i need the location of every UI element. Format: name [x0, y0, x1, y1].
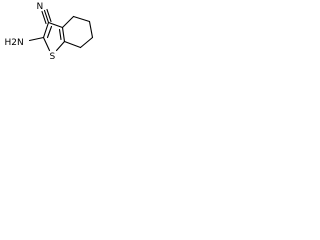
- nitrile-bond-1: [43, 9, 50, 24]
- bond-layer: [28, 8, 94, 52]
- c3a-c3-bond: [47, 21, 64, 29]
- structure-diagram: N S H2N: [0, 0, 97, 68]
- nitrogen-label: N: [37, 2, 44, 12]
- sulfur-label: S: [50, 52, 56, 62]
- c2-n-bond: [28, 36, 45, 42]
- c5-c6-bond: [88, 20, 94, 39]
- amine-label: H2N: [5, 38, 24, 48]
- c3-c2-double-bond: [46, 25, 53, 39]
- c3a-c4-bond: [61, 15, 75, 29]
- molecule-svg: N S H2N: [5, 2, 94, 62]
- s-c7a-bond: [55, 40, 66, 52]
- c7a-c3a-double-bond: [58, 28, 62, 41]
- nitrile-bond-3: [41, 10, 47, 25]
- c4-c5-bond: [72, 15, 91, 23]
- c7a-c3a-bond: [61, 26, 66, 43]
- c2-s-bond: [42, 36, 51, 52]
- c3-c2-bond: [42, 21, 50, 39]
- c6-c7-bond: [79, 36, 94, 49]
- c7-c7a-bond: [63, 40, 82, 49]
- nitrile-bond-2: [46, 8, 52, 23]
